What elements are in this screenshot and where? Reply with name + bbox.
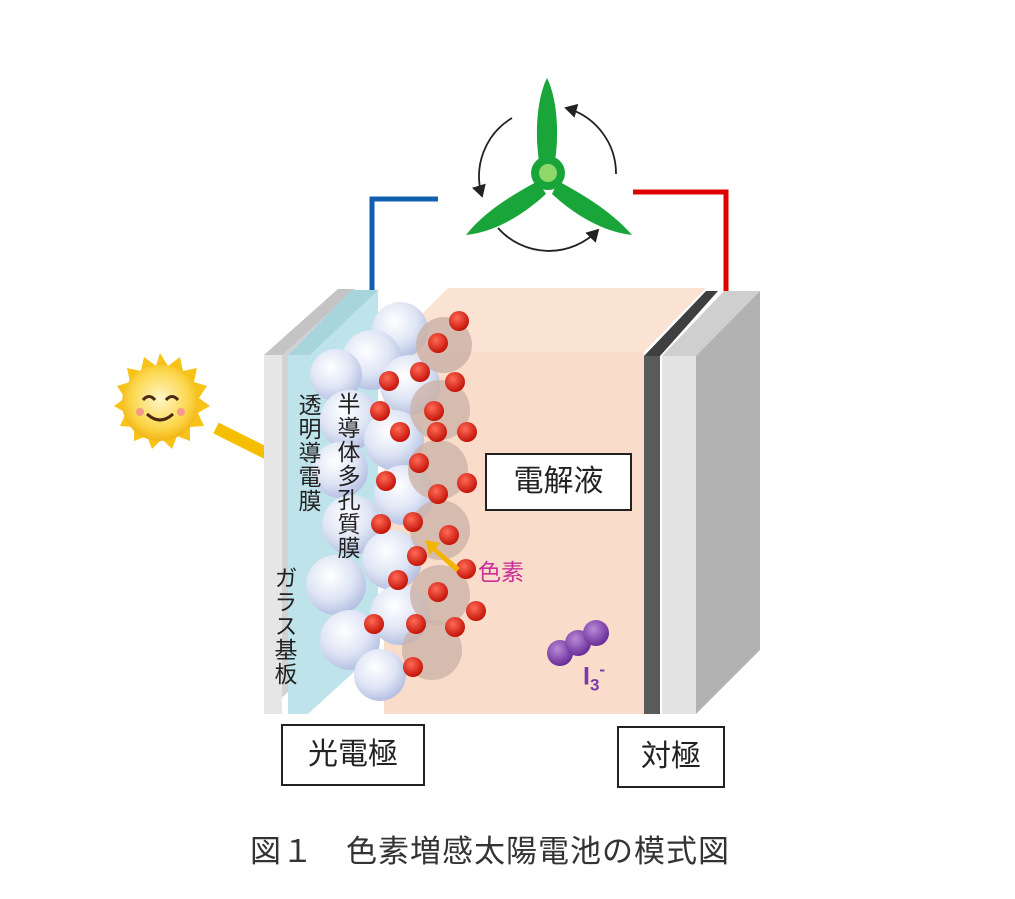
dye-molecules xyxy=(364,311,486,677)
photoelectrode-label: 光電極 xyxy=(281,724,425,786)
iodide-symbol: I xyxy=(583,662,590,691)
negative-wire xyxy=(369,196,438,292)
iodide-charge: - xyxy=(599,660,606,679)
figure-caption: 図１ 色素増感太陽電池の模式図 xyxy=(250,834,730,870)
electron-injection-arrow xyxy=(425,540,460,572)
semiconductor-porous-film-label: 半導体多孔質膜 xyxy=(333,392,359,560)
iodide-label: I3- xyxy=(583,660,605,695)
transparent-conductive-film-label: 透明導電膜 xyxy=(294,393,320,513)
glass-substrate-label: ガラス基板 xyxy=(270,566,296,686)
dye-label: 色素 xyxy=(478,560,524,586)
iodide-subscript: 3 xyxy=(589,675,600,695)
sun-icon xyxy=(114,353,210,449)
counter-electrode-layer xyxy=(644,291,718,356)
counter-electrode-label: 対極 xyxy=(617,726,725,788)
semiconductor-particles xyxy=(306,302,472,701)
electrolyte-label: 電解液 xyxy=(485,453,632,511)
iodide-ion-icon xyxy=(547,620,609,666)
fan-icon xyxy=(466,78,632,235)
positive-wire xyxy=(633,189,729,291)
rotation-arrow-icon xyxy=(471,103,617,252)
counter-electrode-slab xyxy=(662,291,760,356)
light-beam xyxy=(213,422,271,460)
